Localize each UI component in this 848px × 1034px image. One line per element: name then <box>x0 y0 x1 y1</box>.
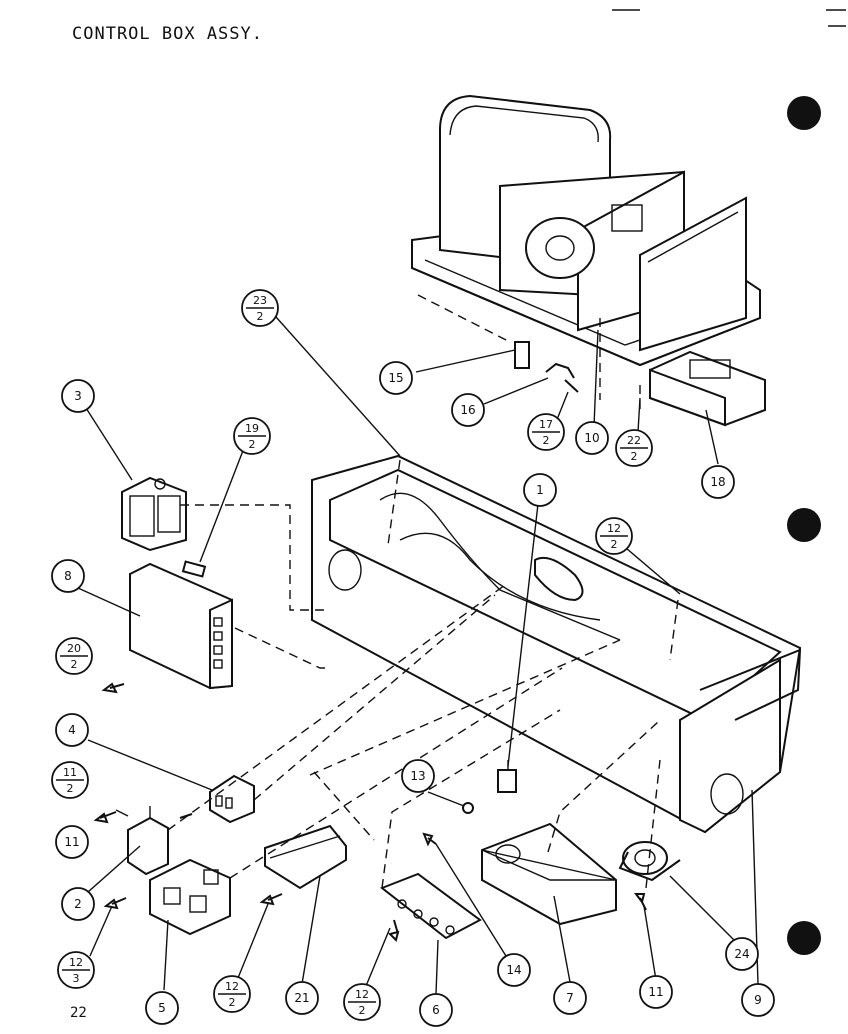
callout-22-2: 222 <box>615 429 653 467</box>
svg-text:16: 16 <box>460 403 475 417</box>
svg-text:2: 2 <box>611 538 618 551</box>
svg-text:2: 2 <box>631 450 638 463</box>
callout-13: 13 <box>401 759 435 793</box>
callout-17-2: 172 <box>527 413 565 451</box>
svg-text:9: 9 <box>754 993 762 1007</box>
svg-text:6: 6 <box>432 1003 440 1017</box>
callout-4: 4 <box>55 713 89 747</box>
cover-21 <box>264 824 347 890</box>
binder-hole-top <box>787 96 821 130</box>
svg-text:2: 2 <box>229 996 236 1009</box>
contactor-5 <box>149 858 231 936</box>
callout-24: 24 <box>725 937 759 971</box>
screw-14 <box>422 832 437 847</box>
svg-text:2: 2 <box>249 438 256 451</box>
binder-hole-middle <box>787 508 821 542</box>
callout-16: 16 <box>451 393 485 427</box>
svg-text:11: 11 <box>64 835 79 849</box>
svg-text:2: 2 <box>543 434 550 447</box>
svg-text:17: 17 <box>539 418 553 431</box>
relay-board-8 <box>129 562 233 690</box>
bracket-7 <box>481 822 617 926</box>
svg-text:2: 2 <box>359 1004 366 1017</box>
callout-12-2-a: 122 <box>213 975 251 1013</box>
svg-text:7: 7 <box>566 991 574 1005</box>
svg-text:12: 12 <box>69 956 83 969</box>
control-box-body <box>311 454 802 834</box>
svg-text:1: 1 <box>536 483 544 497</box>
svg-text:5: 5 <box>158 1001 166 1015</box>
screw-12-2-left <box>259 893 283 906</box>
svg-text:3: 3 <box>73 972 80 985</box>
callout-11-left: 11 <box>55 825 89 859</box>
svg-text:24: 24 <box>734 947 749 961</box>
svg-text:22: 22 <box>627 434 641 447</box>
svg-text:12: 12 <box>225 980 239 993</box>
callout-20-2: 202 <box>55 637 93 675</box>
svg-text:14: 14 <box>506 963 521 977</box>
bracket-19 <box>181 560 207 578</box>
screw-20 <box>101 682 125 694</box>
callout-8: 8 <box>51 559 85 593</box>
svg-text:18: 18 <box>710 475 725 489</box>
svg-text:20: 20 <box>67 642 81 655</box>
callout-15: 15 <box>379 361 413 395</box>
assembly-lines <box>167 459 679 889</box>
svg-text:2: 2 <box>74 897 82 911</box>
callout-23-2: 232 <box>241 289 279 327</box>
pressure-switch-24 <box>618 841 681 882</box>
transformer-3 <box>121 476 187 552</box>
svg-text:2: 2 <box>257 310 264 323</box>
relay-4 <box>209 774 255 824</box>
callout-10: 10 <box>575 421 609 455</box>
scan-marks <box>612 9 846 27</box>
callout-1: 1 <box>523 473 557 507</box>
capacitor-2 <box>127 806 169 876</box>
svg-text:2: 2 <box>67 782 74 795</box>
callout-7: 7 <box>553 981 587 1015</box>
svg-text:19: 19 <box>245 422 259 435</box>
callout-2: 2 <box>61 887 95 921</box>
svg-text:11: 11 <box>63 766 77 779</box>
svg-text:8: 8 <box>64 569 72 583</box>
screw-11b <box>179 813 193 819</box>
callout-11-right: 11 <box>639 975 673 1009</box>
callout-9: 9 <box>741 983 775 1017</box>
callout-3: 3 <box>61 379 95 413</box>
grommet-13 <box>462 802 474 814</box>
callout-5: 5 <box>145 991 179 1025</box>
callout-12-3: 123 <box>57 951 95 989</box>
diagram-title: CONTROL BOX ASSY. <box>72 24 263 44</box>
callout-11-2: 112 <box>51 761 89 799</box>
screw-12-2-mid <box>388 919 400 942</box>
screw-12-3 <box>103 897 127 910</box>
svg-text:12: 12 <box>355 988 369 1001</box>
svg-text:15: 15 <box>388 371 403 385</box>
air-handler-unit <box>411 94 766 427</box>
svg-text:23: 23 <box>253 294 267 307</box>
callout-12-2-c: 122 <box>595 517 633 555</box>
screw-11-left <box>93 811 117 824</box>
callout-19-2: 192 <box>233 417 271 455</box>
binder-hole-bottom <box>787 921 821 955</box>
callout-14: 14 <box>497 953 531 987</box>
terminal-strip-6 <box>379 872 482 940</box>
svg-text:12: 12 <box>607 522 621 535</box>
callout-21: 21 <box>285 981 319 1015</box>
svg-text:2: 2 <box>71 658 78 671</box>
callout-6: 6 <box>419 993 453 1027</box>
svg-text:11: 11 <box>648 985 663 999</box>
svg-text:13: 13 <box>410 769 425 783</box>
switch-1 <box>497 760 517 793</box>
callout-18: 18 <box>701 465 735 499</box>
svg-text:3: 3 <box>74 389 82 403</box>
svg-text:4: 4 <box>68 723 76 737</box>
svg-text:10: 10 <box>584 431 599 445</box>
page-number: 22 <box>70 1005 87 1021</box>
callout-12-2-b: 122 <box>343 983 381 1021</box>
svg-text:21: 21 <box>294 991 309 1005</box>
